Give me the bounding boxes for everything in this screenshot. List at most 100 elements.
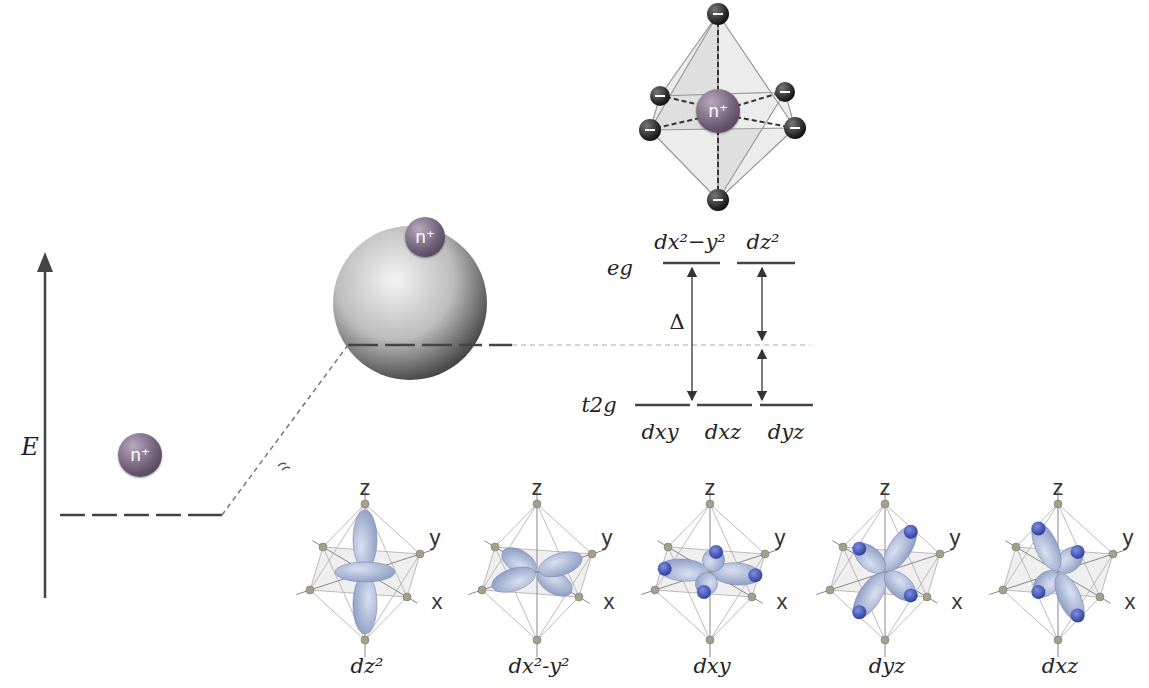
lobe-tip (709, 545, 723, 559)
lobe-tip (1071, 608, 1085, 622)
axis-label: z (532, 477, 543, 499)
axis-label: x (1125, 591, 1136, 613)
orbital-name: dyz (869, 656, 905, 677)
orbital-label: dz² (747, 232, 780, 253)
ligand-dot (839, 543, 847, 551)
ligand-dot (706, 636, 714, 644)
ligand-dot (478, 586, 486, 594)
lobe-tip (1031, 522, 1045, 536)
lobe-tip (697, 585, 711, 599)
ion-label: n⁺ (708, 101, 728, 121)
orbital-label: dx²−y² (654, 232, 726, 253)
ligand-dot (491, 543, 499, 551)
ligand-dot (361, 636, 369, 644)
axis-label: z (1053, 477, 1064, 499)
barycenter-line (512, 344, 810, 345)
orbital-figure (816, 487, 954, 657)
ion-ball: n⁺ (696, 89, 740, 133)
orbital-figure (468, 487, 606, 657)
octahedron-edge (537, 504, 592, 554)
orbital-figure (989, 487, 1127, 657)
orbital-lobe (489, 562, 539, 597)
orbital-lobe (879, 565, 922, 607)
octahedron-edge (482, 590, 537, 640)
orbital-label: dxy (641, 422, 678, 443)
ligands (639, 3, 806, 211)
ligand-dot (999, 586, 1007, 594)
splitting-arrows (692, 268, 762, 400)
connector-dashed (222, 345, 348, 515)
ligand-charges (645, 14, 800, 200)
ligand-dot (881, 500, 889, 508)
ligand-dot (319, 543, 327, 551)
orbital-figure (296, 487, 434, 657)
ligand-dot (1109, 550, 1117, 558)
ion-ball: n⁺ (405, 217, 445, 257)
octahedron-edge (537, 597, 579, 640)
axis-label: z (360, 477, 371, 499)
axis-label: x (952, 591, 963, 613)
octahedron-edge (843, 504, 885, 547)
energy-label: E (21, 435, 39, 459)
orbital-label: dxz (705, 422, 741, 443)
ligand-dot (1054, 636, 1062, 644)
lobe-tip (904, 525, 918, 539)
octahedron-edge (495, 504, 537, 547)
ligand-dot (826, 586, 834, 594)
axis-label: x (604, 591, 615, 613)
orbital-lobe (353, 510, 377, 569)
orbital-name: dxz (1042, 656, 1078, 677)
axis-label: y (430, 527, 441, 549)
axis-label: z (705, 477, 716, 499)
ligand-dot (533, 636, 541, 644)
orbital-name: dx²-y² (508, 656, 569, 677)
axis-label: y (775, 527, 786, 549)
lobe-tip (748, 568, 762, 582)
axis-label: x (777, 591, 788, 613)
ligand-dot (575, 593, 583, 601)
ion-label: n⁺ (415, 227, 435, 247)
ligand-dot (588, 550, 596, 558)
octahedron-edge (1003, 590, 1058, 640)
orbital-name: dxy (693, 656, 730, 677)
ligand-dot (361, 500, 369, 508)
ligand-dot (533, 500, 541, 508)
ligand-dot (1054, 500, 1062, 508)
ligand-dot (748, 593, 756, 601)
lobe-tip (852, 605, 866, 619)
octahedron-edge (1058, 504, 1113, 554)
term-symbol: eg (607, 258, 633, 279)
ligand-dot (923, 593, 931, 601)
ligand-dot (651, 586, 659, 594)
octahedron-edge (885, 597, 927, 640)
orbital-label: dyz (768, 422, 804, 443)
axis-label: x (432, 591, 443, 613)
ligand-bonds (656, 22, 789, 192)
ligand-dot (664, 543, 672, 551)
orbital-lobe (1049, 570, 1090, 626)
ligand-dot (403, 593, 411, 601)
ligand-dot (936, 550, 944, 558)
orbital-torus (335, 562, 395, 582)
orbital-lobe (849, 537, 892, 579)
ligand-dot (881, 636, 889, 644)
axis-label: y (950, 527, 961, 549)
t2g-levels (635, 404, 813, 407)
axis-label: y (602, 527, 613, 549)
degenerate-level (348, 344, 512, 347)
lobe-tip (1031, 585, 1045, 599)
ion-ball: n⁺ (118, 433, 162, 477)
energy-axis (37, 252, 53, 598)
lobe-tip (852, 542, 866, 556)
ligand-dot (306, 586, 314, 594)
ion-label: n⁺ (130, 445, 150, 465)
ligand-dot (1012, 543, 1020, 551)
octahedron (650, 14, 795, 200)
axis-label: z (880, 477, 891, 499)
free-ion-level (60, 514, 222, 517)
ligand-dot (1096, 593, 1104, 601)
orbital-lobe (535, 547, 585, 582)
orbital-lobe (1026, 518, 1067, 574)
